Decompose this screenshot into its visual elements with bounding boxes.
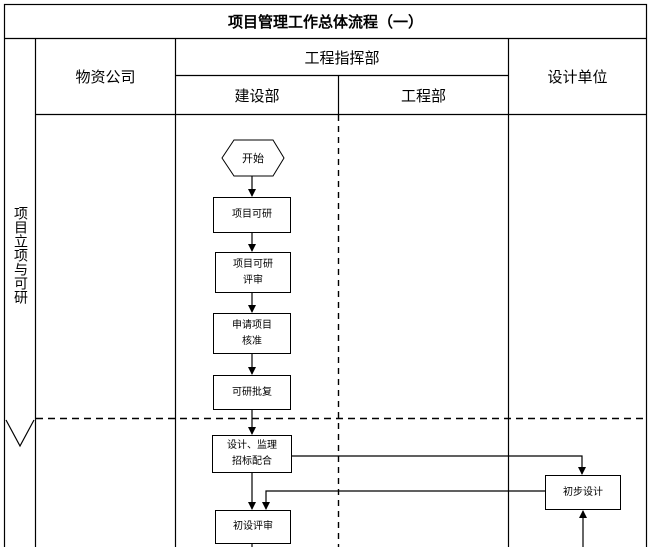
column-header-design-unit: 设计单位 [547,68,608,86]
node-feasibility-review: 项目可研 评审 [215,252,291,293]
node-design-bidding-line2: 招标配合 [232,456,272,467]
node-design-bidding-line1: 设计、监理 [227,440,277,451]
column-header-command-dept: 工程指挥部 [304,48,380,67]
node-feasibility-reply: 可研批复 [213,375,291,410]
stage-label-container: 项目立项与可研 [5,170,35,340]
node-apply-approval: 申请项目 核准 [213,313,291,354]
stage-label: 项目立项与可研 [12,206,28,304]
node-start: 开始 [242,152,264,165]
column-header-construction-dept: 建设部 [234,86,280,105]
column-header-engineering-dept: 工程部 [400,86,446,105]
chart-title: 项目管理工作总体流程（一） [227,13,423,31]
node-feasibility: 项目可研 [213,197,291,233]
node-feasibility-review-line1: 项目可研 [233,258,273,270]
start-hexagon [221,139,285,177]
node-preliminary-review: 初设评审 [215,510,291,544]
node-apply-approval-line1: 申请项目 [232,319,272,331]
column-header-material-company: 物资公司 [75,68,136,86]
node-apply-approval-line2: 核准 [242,335,262,347]
node-design-supervision-bidding: 设计、监理 招标配合 [212,435,292,473]
node-feasibility-review-line2: 评审 [243,274,263,286]
node-preliminary-design: 初步设计 [545,475,621,510]
